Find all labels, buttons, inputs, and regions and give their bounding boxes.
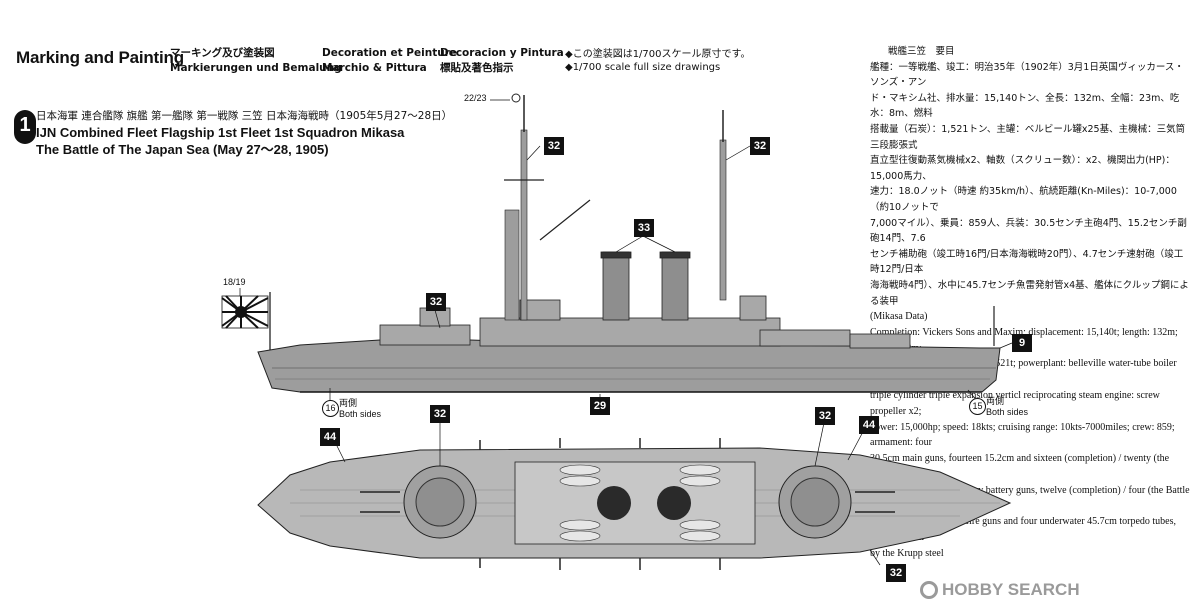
data-jp-line: 速力：18.0ノット（時速 約35km/h）、航続距離(Kn-Miles)：10… <box>870 186 1177 213</box>
data-jp-line: 海海戦時4門）、水中に45.7センチ魚雷発射管x4基、艦体にクルップ鋼による装甲 <box>870 279 1189 307</box>
callout-bottom-right: 32 <box>886 564 906 582</box>
title-es-zh: Decoracion y Pintura 標貼及著色指示 <box>440 46 564 76</box>
side-right-label: 両側 Both sides <box>986 396 1028 418</box>
hobby-search-logo-icon <box>920 581 938 599</box>
side-right-en: Both sides <box>986 407 1029 417</box>
callout-main-mast: 32 <box>750 137 770 155</box>
data-en-line: power: 15,000hp; speed: 18kts; cruising … <box>870 421 1175 449</box>
side-left-jp: 両側 <box>339 398 358 408</box>
data-en-line: by the Krupp steel <box>870 548 944 560</box>
title-fr: Decoration et Peinture <box>322 47 457 59</box>
title-zh: 標貼及著色指示 <box>440 62 514 74</box>
data-jp-line: ド・マキシム社、排水量：15,140トン、全長：132m、全幅：23m、吃水：8… <box>870 92 1180 120</box>
data-jp-line: 7,000マイル）、乗員：859人、兵装：30.5センチ主砲4門、15.2センチ… <box>870 217 1187 245</box>
callout-superstructure: 32 <box>426 293 446 311</box>
page-title: Marking and Painting <box>16 48 184 67</box>
callout-flag-mast: 22/23 <box>464 93 487 103</box>
callout-deck-left: 44 <box>320 428 340 446</box>
ship-data-box: 戦艦三笠 要目 艦種：一等戦艦、竣工：明治35年（1902年）3月1日英国ヴィッ… <box>870 44 1190 562</box>
masts <box>504 93 995 346</box>
funnels <box>600 251 691 321</box>
plan-view <box>257 438 1012 570</box>
data-jp-line: センチ補助砲（竣工時16門/日本海海戦時20門）、4.7センチ速射砲（竣工時12… <box>870 248 1184 276</box>
callout-funnels: 33 <box>634 219 654 237</box>
scale-note-en: ◆1/700 scale full size drawings <box>565 62 721 73</box>
title-es: Decoracion y Pintura <box>440 47 564 59</box>
side-right-jp: 両側 <box>986 396 1005 406</box>
ensign-flag <box>221 292 271 352</box>
title-it: Marchio & Pittura <box>322 62 427 74</box>
ship-name-jp: 日本海軍 連合艦隊 旗艦 第一艦隊 第一戦隊 三笠 日本海海戦時（1905年5月… <box>36 110 453 122</box>
callout-hull: 29 <box>590 397 610 415</box>
callout-side-left-num: 16 <box>322 400 339 417</box>
watermark: HOBBY SEARCH <box>920 580 1080 600</box>
title-fr-it: Decoration et Peinture Marchio & Pittura <box>322 46 457 76</box>
callout-side-right-num: 15 <box>969 398 986 415</box>
scale-note: ◆この塗装図は1/700スケール原寸です。 ◆1/700 scale full … <box>565 48 751 74</box>
ship-number-badge: 1 <box>14 110 36 144</box>
title-de: Markierungen und Bemalung <box>170 62 342 74</box>
hull-profile <box>257 339 1001 393</box>
ship-caption: 日本海軍 連合艦隊 旗艦 第一艦隊 第一戦隊 三笠 日本海海戦時（1905年5月… <box>36 108 452 158</box>
callout-deck-right: 44 <box>859 416 879 434</box>
ship-name-en-1: IJN Combined Fleet Flagship 1st Fleet 1s… <box>36 125 405 140</box>
data-jp-line: 直立型往復動蒸気機械x2、軸数（スクリュー数）：x2、機関出力(HP)：15,0… <box>870 155 1175 182</box>
callout-bow: 9 <box>1012 334 1032 352</box>
ship-name-en-2: The Battle of The Japan Sea (May 27〜28, … <box>36 142 329 157</box>
callout-turret-fore: 32 <box>430 405 450 423</box>
data-en-heading: (Mikasa Data) <box>870 311 928 323</box>
data-heading: 戦艦三笠 要目 <box>888 46 955 57</box>
data-en-line: triple cylinder triple expansion verticl… <box>870 390 1160 417</box>
title-jp-de: マーキング及び塗装図 Markierungen und Bemalung <box>170 46 342 76</box>
data-jp-line: 艦種：一等戦艦、竣工：明治35年（1902年）3月1日英国ヴィッカース・ソンズ・… <box>870 61 1184 89</box>
scale-note-jp: ◆この塗装図は1/700スケール原寸です。 <box>565 49 751 60</box>
callout-ensign: 18/19 <box>223 277 246 287</box>
title-jp: マーキング及び塗装図 <box>170 47 275 59</box>
callout-turret-aft: 32 <box>815 407 835 425</box>
side-left-label: 両側 Both sides <box>339 398 381 420</box>
data-jp-line: 搭載量（石炭）：1,521トン、主罐：ベルビール罐x25基、主機械：三気筒三段膨… <box>870 123 1186 151</box>
side-left-en: Both sides <box>339 409 382 419</box>
callout-fore-mast: 32 <box>544 137 564 155</box>
superstructure <box>379 295 911 349</box>
